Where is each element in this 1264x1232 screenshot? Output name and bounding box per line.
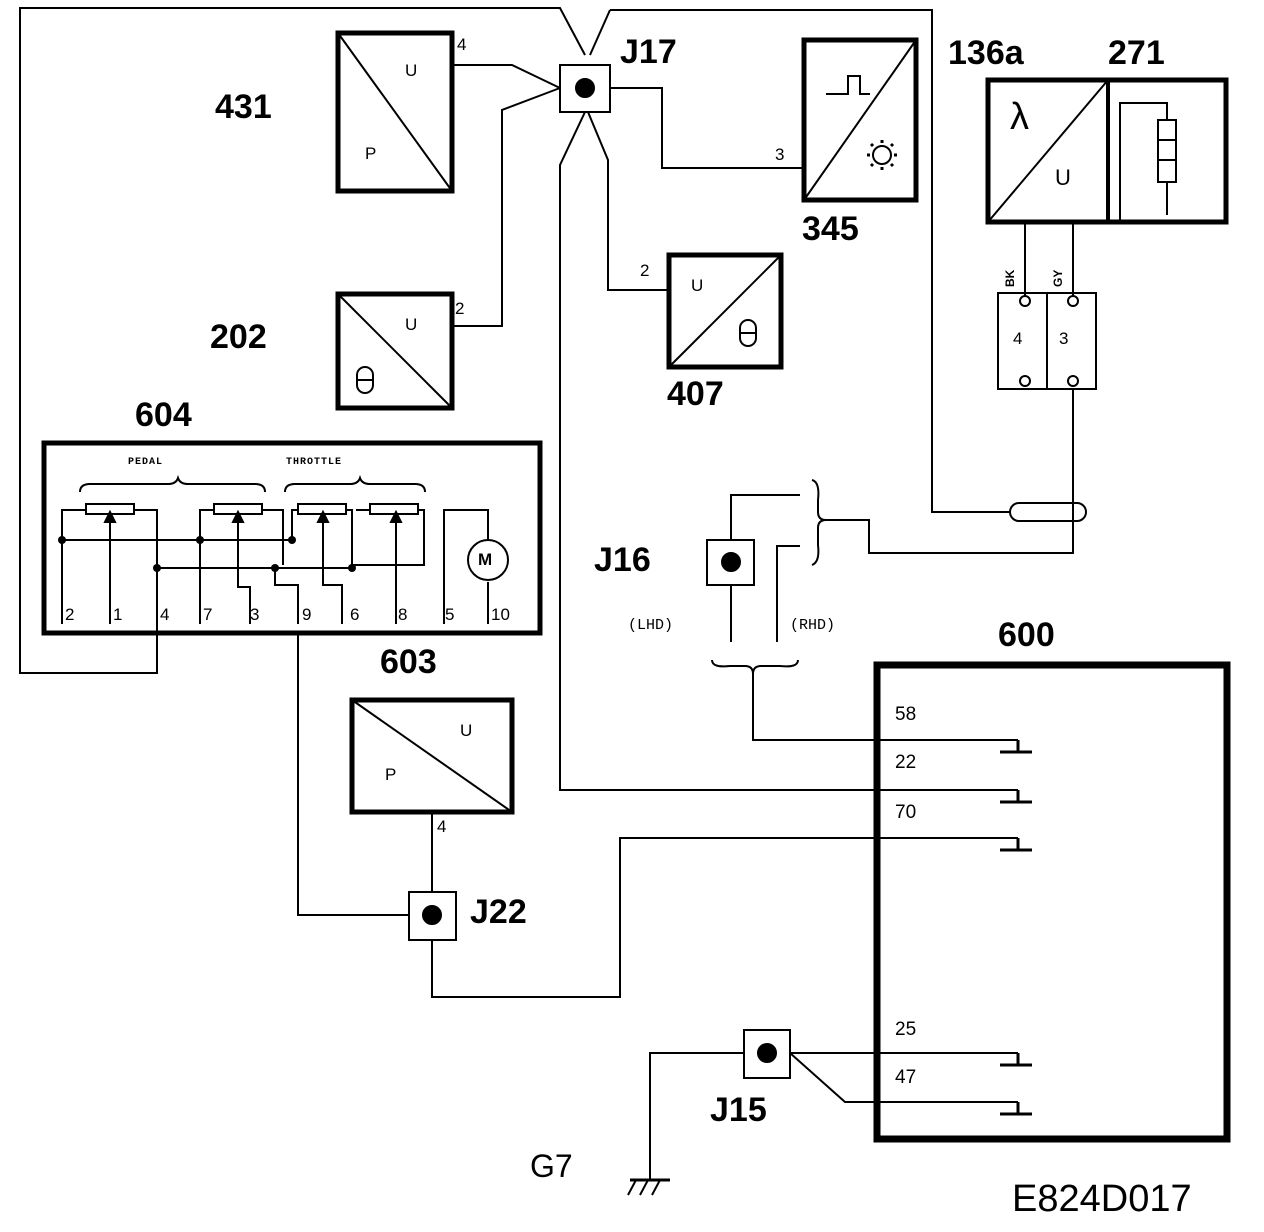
component-600 bbox=[873, 661, 1231, 1143]
136a-sym-u: U bbox=[1055, 165, 1071, 190]
position-sensor-icon bbox=[356, 319, 757, 394]
component-345 bbox=[801, 37, 919, 203]
wire-j15-600-47 bbox=[789, 1052, 1018, 1103]
label-202: 202 bbox=[210, 318, 267, 356]
shield-capsule bbox=[1009, 502, 1087, 522]
label-pedal: PEDAL bbox=[128, 457, 164, 468]
wire-431-j17 bbox=[452, 64, 561, 89]
connector-pin-4: 4 bbox=[1013, 329, 1023, 348]
label-431: 431 bbox=[215, 88, 272, 126]
604-pin-8: 8 bbox=[398, 605, 408, 624]
junction-j22 bbox=[408, 891, 457, 941]
label-407: 407 bbox=[667, 375, 724, 413]
junctions bbox=[408, 64, 791, 1079]
431-sym-p: P bbox=[365, 144, 377, 163]
wire-connector-shield bbox=[822, 389, 1074, 554]
407-sym-u: U bbox=[691, 276, 704, 295]
345-pin: 3 bbox=[775, 145, 785, 164]
600-pin-25: 25 bbox=[895, 1019, 917, 1040]
component-431 bbox=[335, 30, 455, 194]
600-pin-47: 47 bbox=[895, 1067, 917, 1088]
component-202 bbox=[335, 291, 455, 411]
wire-j16-lhd bbox=[730, 494, 800, 540]
604-dots bbox=[58, 536, 356, 572]
wire-top-right-to-shield bbox=[589, 9, 611, 56]
drawing-code: E824D017 bbox=[1012, 1178, 1192, 1220]
603-sym-u: U bbox=[460, 721, 473, 740]
wire-j17-345 bbox=[610, 87, 804, 169]
label-j17: J17 bbox=[620, 33, 677, 71]
604-pin-5: 5 bbox=[445, 605, 455, 624]
604-pin-2: 2 bbox=[65, 605, 75, 624]
label-j16: J16 bbox=[594, 541, 651, 579]
604-pin-10: 10 bbox=[491, 605, 510, 624]
brace-right bbox=[811, 479, 827, 566]
component-136a-271 bbox=[985, 77, 1229, 225]
label-136a: 136a bbox=[948, 34, 1024, 72]
431-sym-u: U bbox=[405, 61, 418, 80]
wire-604-9-j22 bbox=[297, 635, 409, 916]
603-sym-p: P bbox=[385, 765, 397, 784]
wire-brace-600-58 bbox=[752, 674, 1018, 741]
604-pin-4: 4 bbox=[160, 605, 170, 624]
label-throttle: THROTTLE bbox=[286, 457, 343, 468]
600-pin-70: 70 bbox=[895, 802, 917, 823]
label-j22: J22 bbox=[470, 893, 527, 931]
connector-block bbox=[997, 292, 1097, 390]
label-345: 345 bbox=[802, 210, 859, 248]
label-600: 600 bbox=[998, 616, 1055, 654]
431-pin: 4 bbox=[457, 35, 467, 54]
wire-j16-rhd bbox=[776, 545, 800, 642]
label-271: 271 bbox=[1108, 34, 1165, 72]
label-j15: J15 bbox=[710, 1091, 767, 1129]
202-pin: 2 bbox=[455, 299, 465, 318]
junction-j16 bbox=[706, 539, 755, 586]
label-lhd: (LHD) bbox=[628, 617, 674, 634]
604-pin-6: 6 bbox=[350, 605, 360, 624]
600-contacts bbox=[1000, 740, 1032, 1116]
wire-j17-top-right bbox=[610, 9, 1010, 513]
connector-pin-3: 3 bbox=[1059, 329, 1069, 348]
label-g7: G7 bbox=[530, 1148, 573, 1184]
wire-202-j17 bbox=[452, 87, 561, 327]
600-pin-22: 22 bbox=[895, 752, 917, 773]
label-603: 603 bbox=[380, 643, 437, 681]
wire-j17-407 bbox=[587, 111, 669, 291]
604-pin-9: 9 bbox=[302, 605, 312, 624]
label-rhd: (RHD) bbox=[790, 617, 836, 634]
motor-icon: M bbox=[478, 550, 493, 569]
wire-color-gy: GY bbox=[1051, 269, 1065, 287]
202-sym-u: U bbox=[405, 315, 418, 334]
604-pin-7: 7 bbox=[203, 605, 213, 624]
wire-604-pin4-loop bbox=[19, 7, 586, 674]
wire-color-bk: BK bbox=[1003, 269, 1017, 287]
603-pin: 4 bbox=[437, 817, 447, 836]
600-pin-58: 58 bbox=[895, 704, 917, 725]
604-internals bbox=[61, 474, 509, 624]
604-pin-1: 1 bbox=[113, 605, 123, 624]
component-604 bbox=[41, 440, 543, 636]
407-pin: 2 bbox=[640, 261, 650, 280]
junction-j15 bbox=[743, 1029, 791, 1079]
junction-j17 bbox=[559, 64, 611, 113]
ground-symbol bbox=[627, 1178, 670, 1196]
wire-j22-600-70 bbox=[431, 837, 1018, 998]
component-407 bbox=[666, 252, 784, 370]
label-604: 604 bbox=[135, 396, 192, 434]
604-pin-3: 3 bbox=[250, 605, 260, 624]
wire-j15-ground bbox=[649, 1052, 744, 1180]
brace-bottom bbox=[711, 659, 799, 675]
component-603 bbox=[349, 697, 515, 815]
wire-j17-600-22 bbox=[559, 111, 1018, 791]
lambda-icon: λ bbox=[1010, 96, 1029, 138]
